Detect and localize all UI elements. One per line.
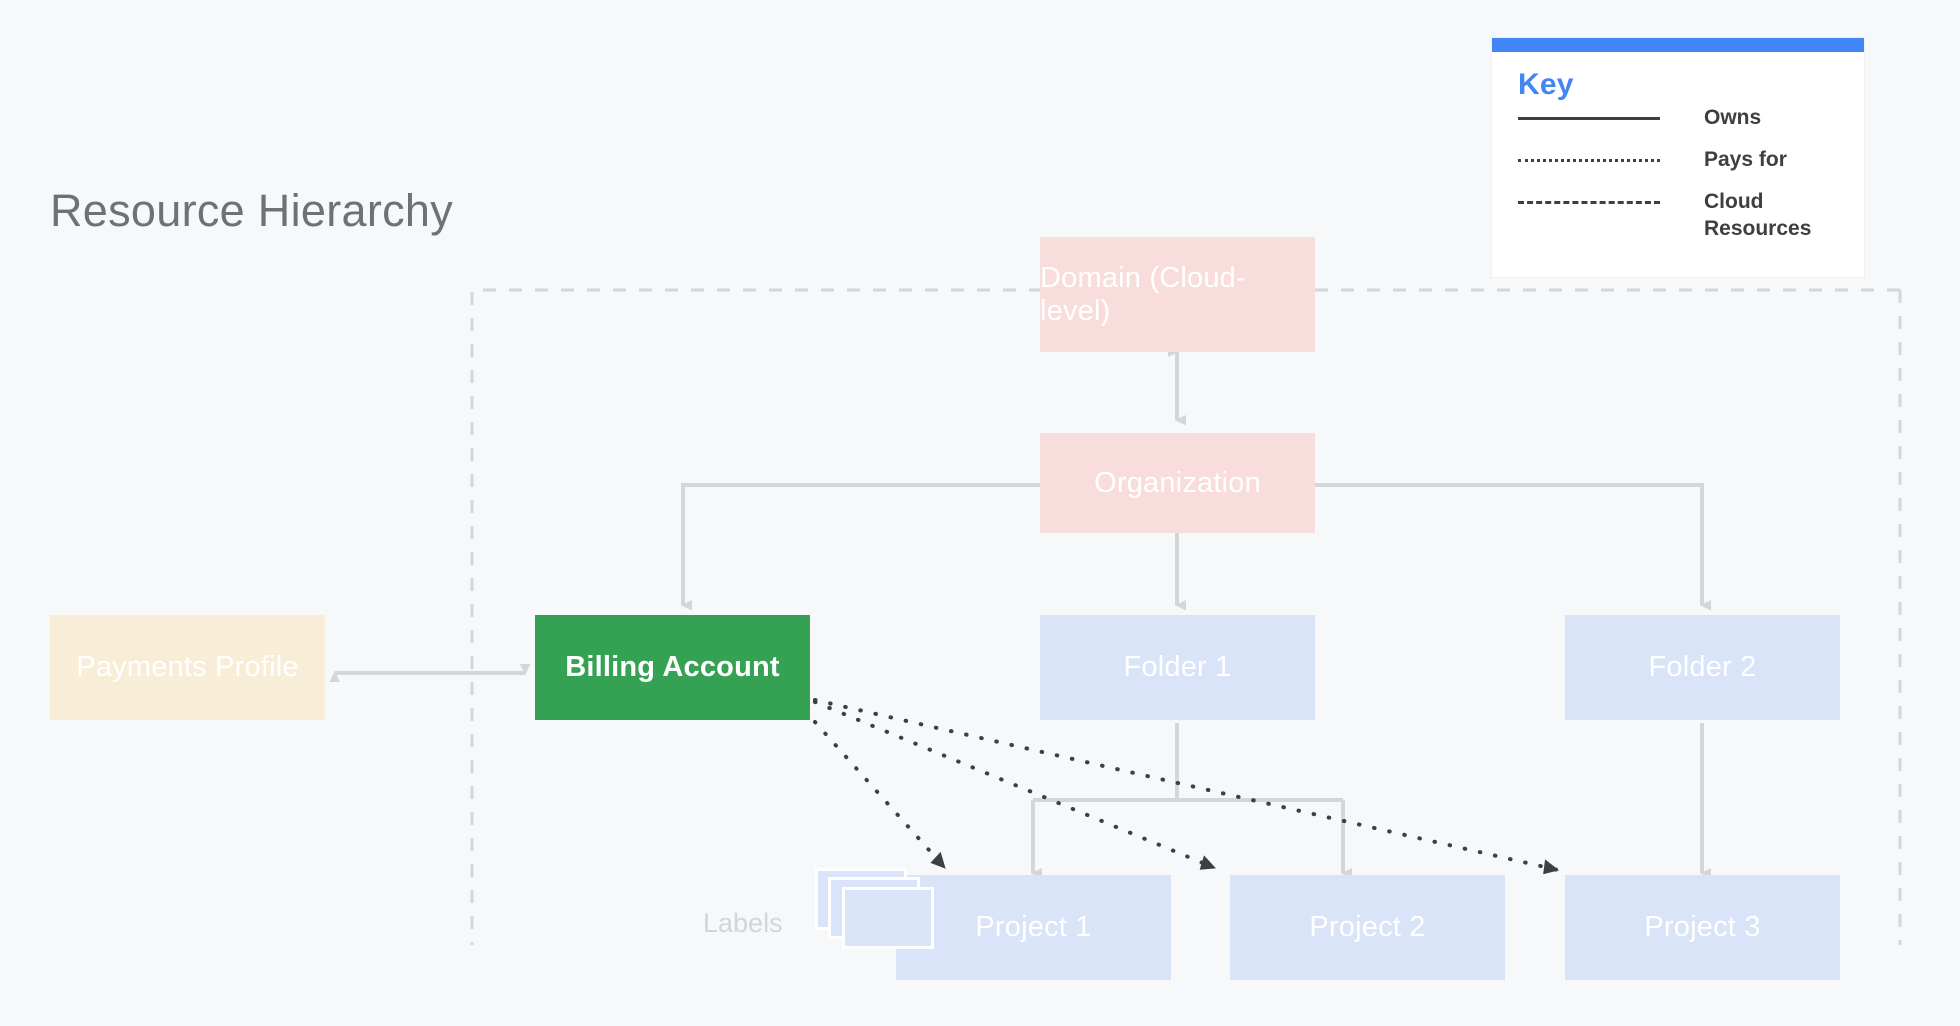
legend-item-pays-for: Pays for [1518, 148, 1842, 178]
legend-item-pays-for-label: Pays for [1704, 148, 1787, 171]
legend-item-cloud-resources: Cloud Resources [1518, 190, 1842, 243]
dotted-line-icon [1518, 150, 1660, 172]
legend-item-owns: Owns [1518, 106, 1842, 136]
node-project-1[interactable]: Project 1 [896, 875, 1171, 980]
legend-accent-bar [1492, 38, 1864, 52]
node-folder-2[interactable]: Folder 2 [1565, 615, 1840, 720]
node-folder-1-label: Folder 1 [1123, 651, 1232, 683]
node-billing-account-label: Billing Account [565, 651, 780, 683]
node-organization[interactable]: Organization [1040, 433, 1315, 533]
node-payments-profile-label: Payments Profile [76, 651, 299, 683]
legend-body: Key Owns Pays for Cloud Resources [1492, 52, 1864, 277]
legend-item-owns-label: Owns [1704, 106, 1762, 129]
edge-organization-folder-2 [1315, 483, 1711, 611]
node-project-3[interactable]: Project 3 [1565, 875, 1840, 980]
label-card-front [842, 887, 934, 949]
edge-pays-for-project-1 [813, 720, 947, 870]
legend-panel: Key Owns Pays for Cloud Resources [1492, 38, 1864, 277]
node-project-2-label: Project 2 [1309, 911, 1426, 943]
node-project-2[interactable]: Project 2 [1230, 875, 1505, 980]
legend-title: Key [1518, 68, 1574, 101]
dashed-line-icon [1518, 192, 1660, 214]
edge-folder-1-projects [1031, 723, 1352, 879]
page-title: Resource Hierarchy [50, 185, 454, 236]
solid-line-icon [1518, 108, 1660, 130]
labels-caption: Labels [703, 908, 783, 938]
node-billing-account[interactable]: Billing Account [535, 615, 810, 720]
labels-card-stack[interactable] [815, 868, 935, 958]
node-domain-label: Domain (Cloud-level) [1040, 261, 1246, 327]
legend-item-cloud-resources-label: Cloud Resources [1704, 190, 1812, 240]
node-project-1-label: Project 1 [975, 911, 1092, 943]
edge-pays-for-project-2 [813, 700, 1217, 870]
node-folder-1[interactable]: Folder 1 [1040, 615, 1315, 720]
node-payments-profile[interactable]: Payments Profile [50, 615, 325, 720]
edge-pays-for-project-3 [813, 698, 1560, 875]
node-domain[interactable]: Domain (Cloud-level) [1040, 237, 1315, 352]
node-folder-2-label: Folder 2 [1648, 651, 1757, 683]
edge-organization-billing-account [681, 483, 1040, 611]
node-project-3-label: Project 3 [1644, 911, 1761, 943]
node-organization-label: Organization [1094, 466, 1261, 499]
